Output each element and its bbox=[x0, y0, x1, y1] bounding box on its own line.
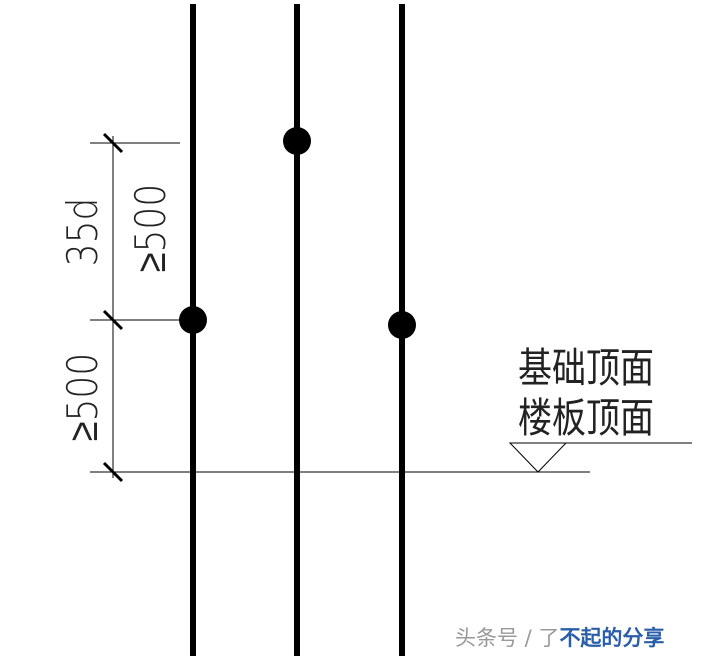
dimension-tick-mid bbox=[102, 309, 124, 331]
dim-text-35d: 35d bbox=[60, 198, 108, 267]
elevation-marker-triangle bbox=[508, 442, 568, 473]
dimension-tick-top bbox=[102, 132, 124, 154]
watermark: 头条号 / 了不起的分享 bbox=[455, 622, 664, 652]
label-foundation-top: 基础顶面 bbox=[518, 344, 654, 392]
label-slab-top: 楼板顶面 bbox=[518, 394, 654, 442]
splice-point-2 bbox=[283, 127, 311, 155]
dim-text-lower-500: ≥500 bbox=[60, 353, 108, 441]
splice-point-3 bbox=[388, 311, 416, 339]
watermark-prefix: 头条号 / 了 bbox=[455, 626, 560, 650]
splice-point-1 bbox=[179, 306, 207, 334]
dimension-tick-bottom bbox=[102, 461, 124, 483]
dim-text-upper-500: ≥500 bbox=[128, 184, 176, 272]
watermark-brand: 不起的分享 bbox=[559, 626, 665, 650]
